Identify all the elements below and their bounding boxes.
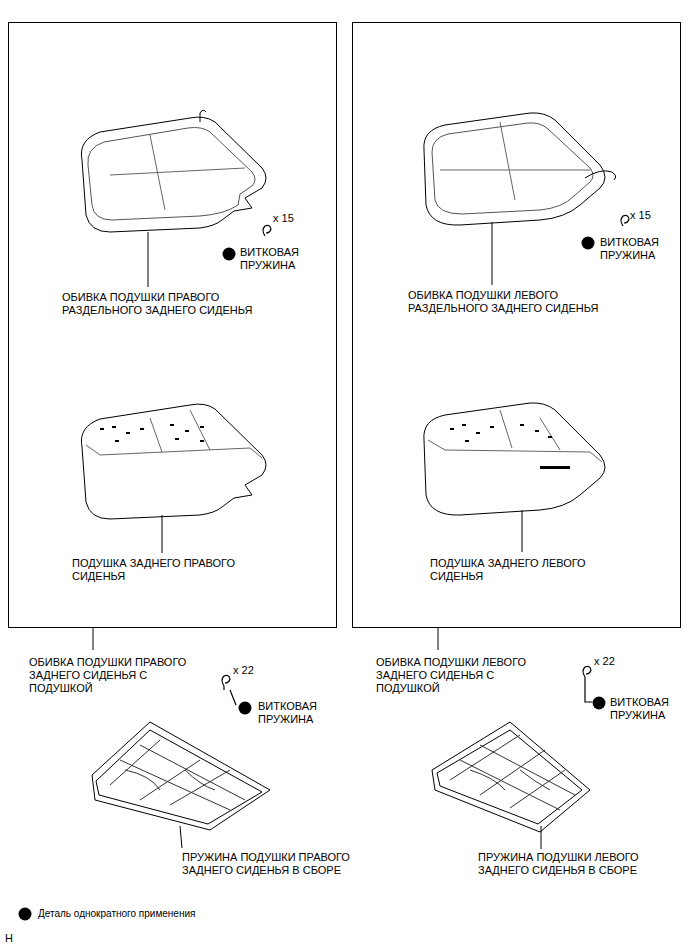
part-name: ВИТКОВАЯ ПРУЖИНА — [610, 696, 682, 722]
seat-cover-left — [424, 113, 616, 285]
assembly-name: ОБИВКА ПОДУШКИ ЛЕВОГО ЗАДНЕГО СИДЕНЬЯ С … — [376, 656, 546, 695]
part-name: ПРУЖИНА ПОДУШКИ ПРАВОГО ЗАДНЕГО СИДЕНЬЯ … — [182, 851, 372, 877]
spring-frame-right — [92, 722, 270, 848]
part-name: ОБИВКА ПОДУШКИ ЛЕВОГО РАЗДЕЛЬНОГО ЗАДНЕГ… — [408, 289, 626, 315]
assembly-frame: ОБИВКА ПОДУШКИ ЛЕВОГО ЗАДНЕГО СИДЕНЬЯ С … — [352, 22, 681, 628]
part-name: ОБИВКА ПОДУШКИ ПРАВОГО РАЗДЕЛЬНОГО ЗАДНЕ… — [62, 291, 280, 317]
quantity-note: x 22 — [233, 664, 263, 677]
quantity-note: x 15 — [630, 209, 660, 222]
seat-pad-left — [424, 403, 605, 552]
part-name: ПОДУШКА ЗАДНЕГО ЛЕВОГО СИДЕНЬЯ — [430, 557, 615, 583]
coil-spring-icon — [222, 215, 629, 705]
leader-line — [93, 627, 94, 650]
seat-cover-right — [81, 110, 266, 287]
legend-text: Деталь однократного применения — [38, 908, 195, 920]
part-name: ПОДУШКА ЗАДНЕГО ПРАВОГО СИДЕНЬЯ — [72, 557, 262, 583]
one-time-use-dot — [19, 237, 606, 921]
page-code: H — [5, 932, 25, 945]
assembly-frame: ОБИВКА ПОДУШКИ ПРАВОГО ЗАДНЕГО СИДЕНЬЯ С… — [8, 22, 337, 628]
quantity-note: x 22 — [594, 655, 624, 668]
part-name: ВИТКОВАЯ ПРУЖИНА — [240, 246, 312, 272]
quantity-note: x 15 — [273, 212, 303, 225]
assembly-name: ОБИВКА ПОДУШКИ ПРАВОГО ЗАДНЕГО СИДЕНЬЯ С… — [29, 656, 204, 695]
part-name: ПРУЖИНА ПОДУШКИ ЛЕВОГО ЗАДНЕГО СИДЕНЬЯ В… — [478, 851, 663, 877]
spring-frame-left — [432, 722, 590, 849]
part-name: ВИТКОВАЯ ПРУЖИНА — [600, 236, 672, 262]
part-name: ВИТКОВАЯ ПРУЖИНА — [258, 700, 330, 726]
seat-pad-right — [81, 404, 266, 553]
leader-line — [438, 627, 439, 650]
